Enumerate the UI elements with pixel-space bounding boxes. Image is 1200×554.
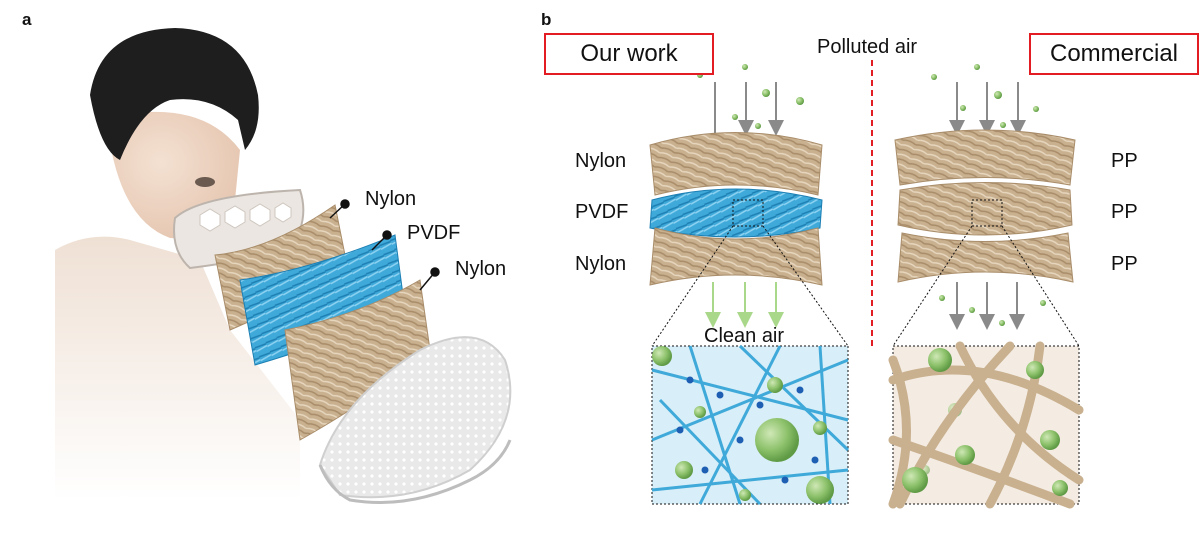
clean-air-label: Clean air [704, 325, 784, 348]
label-b-commercial-layer-3: PP [1111, 253, 1138, 276]
layer-b-pvdf [650, 189, 822, 237]
label-b-our-layer-2: PVDF [575, 201, 628, 224]
label-a-layer-1: Nylon [365, 188, 416, 211]
layer-b-nylon-top [650, 133, 822, 196]
label-b-our-layer-1: Nylon [575, 150, 626, 173]
label-a-layer-3: Nylon [455, 258, 506, 281]
commercial-label: Commercial [1029, 33, 1199, 75]
label-b-commercial-layer-2: PP [1111, 201, 1138, 224]
label-b-our-layer-3: Nylon [575, 253, 626, 276]
passing-arrows-right [957, 282, 1017, 322]
clean-arrows [713, 282, 776, 320]
layer-b-pp-bottom [898, 233, 1073, 282]
layer-b-pp-middle [898, 183, 1072, 236]
label-a-layer-2: PVDF [407, 222, 460, 245]
polluted-particles-right [931, 64, 1039, 128]
polluted-air-label: Polluted air [817, 36, 917, 59]
polluted-arrows-right [957, 82, 1018, 128]
inset-pvdf [652, 346, 848, 504]
passing-particles-right [939, 295, 1046, 326]
our-work-label: Our work [544, 33, 714, 75]
layer-b-pp-top [895, 130, 1075, 185]
inset-pp [893, 346, 1079, 504]
label-b-commercial-layer-1: PP [1111, 150, 1138, 173]
